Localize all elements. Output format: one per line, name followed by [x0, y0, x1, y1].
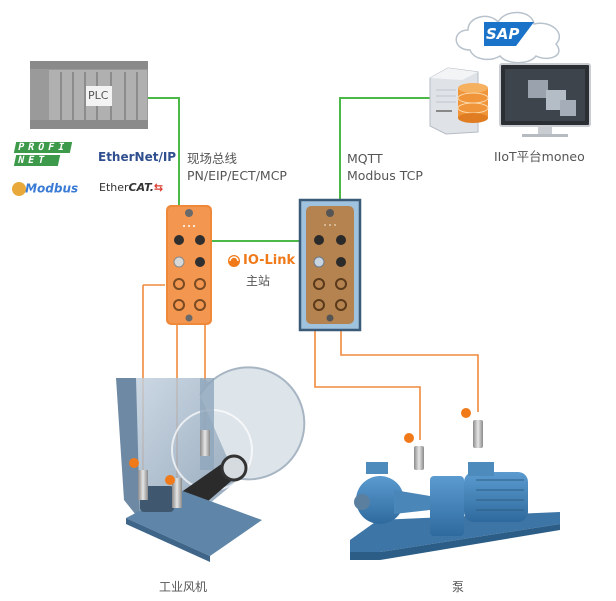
sap-logo — [484, 22, 534, 46]
ethercat-arrow-icon: ⇆ — [153, 181, 164, 194]
pump-label: 泵 — [452, 580, 465, 594]
fieldbus-protocols: PN/EIP/ECT/MCP — [187, 168, 287, 183]
plc-label: PLC — [88, 89, 109, 102]
iolink-logo-icon — [228, 255, 240, 267]
ethercat-text-b: CAT. — [128, 181, 154, 194]
modbus-gear-icon — [12, 181, 26, 196]
modbus-text: Modbus — [25, 181, 79, 196]
iolink-master-right — [298, 198, 362, 332]
fieldbus-cable — [148, 97, 430, 242]
iot-protocol-label: MQTT Modbus TCP — [347, 150, 423, 184]
ethercat-text-a: Ether — [99, 181, 129, 194]
database-icon — [457, 83, 489, 123]
ethernet-ip-logo: EtherNet/IP — [98, 150, 177, 164]
iolink-logo: IO-Link — [243, 253, 296, 268]
modbus-logo: Modbus — [12, 178, 78, 197]
iiot-platform-label: IIoT平台moneo — [494, 149, 585, 164]
iolink-master-label: 主站 — [246, 274, 271, 288]
iot-protocol-modbus-tcp: Modbus TCP — [347, 168, 423, 183]
iolink-master-left — [166, 205, 212, 325]
profinet-line2: NET — [13, 155, 61, 166]
monitor-icon — [499, 63, 591, 137]
profinet-logo: PROFI NET — [13, 142, 73, 166]
fan-label: 工业风机 — [159, 580, 208, 594]
sap-label: SAP — [486, 25, 520, 43]
iot-protocol-mqtt: MQTT — [347, 151, 383, 166]
fieldbus-title: 现场总线 — [187, 151, 238, 166]
industrial-fan — [116, 366, 306, 562]
fieldbus-label: 现场总线 PN/EIP/ECT/MCP — [187, 150, 287, 184]
ethercat-logo: EtherCAT.⇆ — [99, 181, 163, 194]
pump — [350, 408, 560, 560]
profinet-line1: PROFI — [13, 142, 73, 153]
plc-rack — [30, 61, 148, 129]
